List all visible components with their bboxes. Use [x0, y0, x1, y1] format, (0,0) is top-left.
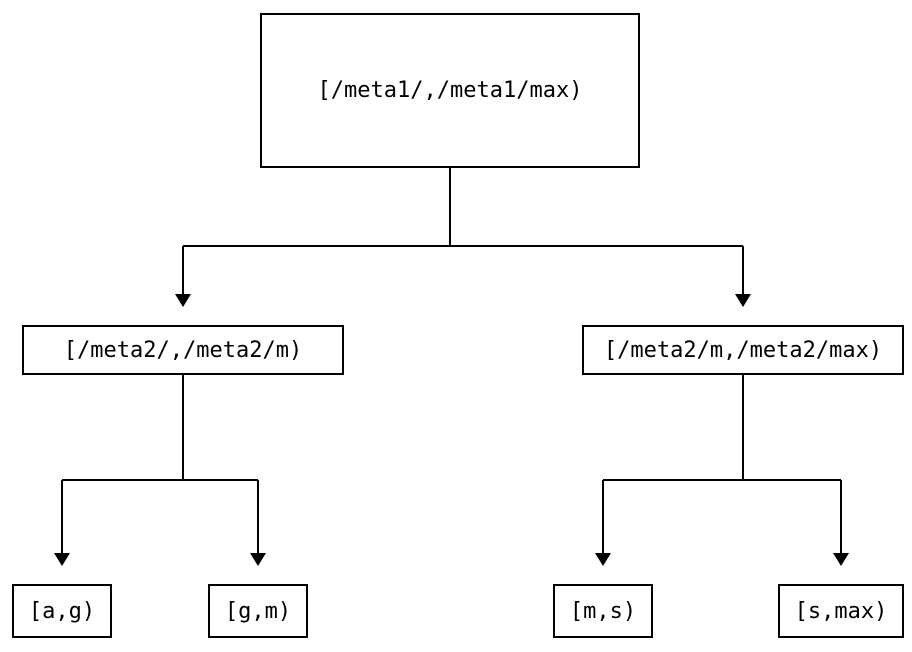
- node-leaf-gm-label: [g,m): [224, 598, 292, 624]
- node-leaf-smax: [s,max): [778, 584, 904, 638]
- arrowhead-to-ms: [595, 553, 611, 566]
- arrowhead-to-ag: [54, 553, 70, 566]
- node-leaf-ms: [m,s): [553, 584, 653, 638]
- node-leaf-ms-label: [m,s): [569, 598, 637, 624]
- node-leaf-ag: [a,g): [12, 584, 112, 638]
- node-leaf-ag-label: [a,g): [28, 598, 96, 624]
- arrowhead-to-gm: [250, 553, 266, 566]
- node-leaf-gm: [g,m): [208, 584, 308, 638]
- node-left-label: [/meta2/,/meta2/m): [63, 337, 303, 363]
- node-right-label: [/meta2/m,/meta2/max): [603, 337, 883, 363]
- arrowhead-to-smax: [833, 553, 849, 566]
- node-root-label: [/meta1/,/meta1/max): [317, 78, 583, 103]
- node-root-range: [/meta1/,/meta1/max): [260, 13, 640, 168]
- arrowhead-to-right: [735, 294, 751, 307]
- node-right-range: [/meta2/m,/meta2/max): [582, 325, 904, 375]
- node-leaf-smax-label: [s,max): [794, 598, 888, 624]
- node-left-range: [/meta2/,/meta2/m): [22, 325, 344, 375]
- arrowhead-to-left: [175, 294, 191, 307]
